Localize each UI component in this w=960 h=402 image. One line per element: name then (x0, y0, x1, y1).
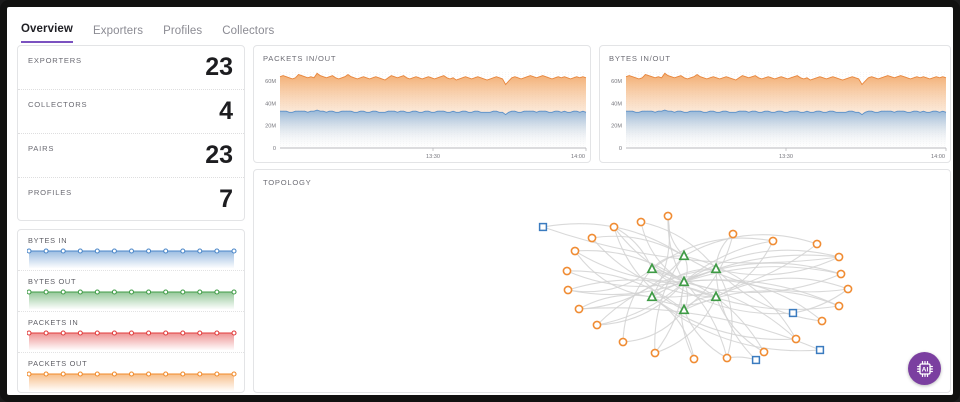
stat-value: 7 (219, 185, 233, 213)
tab-overview[interactable]: Overview (21, 23, 73, 43)
svg-text:13:30: 13:30 (426, 154, 440, 160)
tab-collectors[interactable]: Collectors (222, 25, 275, 37)
svg-text:0: 0 (619, 146, 622, 152)
sparkline-label: PACKETS IN (28, 318, 79, 327)
sparkline-label: PACKETS OUT (28, 359, 88, 368)
svg-text:20M: 20M (265, 124, 276, 130)
sparkline-row-packets-in[interactable]: PACKETS IN (18, 312, 244, 353)
stat-row-exporters[interactable]: EXPORTERS 23 (18, 46, 244, 90)
dashboard-page: Overview Exporters Profiles Collectors E… (7, 7, 953, 395)
card-title: PACKETS IN/OUT (263, 54, 337, 63)
topology-graph[interactable] (254, 170, 950, 392)
sparkline-chart-packets-out (26, 366, 238, 392)
svg-text:AI: AI (921, 366, 928, 373)
stat-value: 4 (219, 97, 233, 125)
ai-assistant-button[interactable]: AI (908, 352, 941, 385)
stat-row-collectors[interactable]: COLLECTORS 4 (18, 90, 244, 134)
svg-text:40M: 40M (611, 101, 622, 107)
svg-text:20M: 20M (611, 124, 622, 130)
sparkline-label: BYTES IN (28, 236, 68, 245)
stat-row-pairs[interactable]: PAIRS 23 (18, 134, 244, 178)
stat-row-profiles[interactable]: PROFILES 7 (18, 178, 244, 220)
tab-bar: Overview Exporters Profiles Collectors (21, 17, 274, 43)
sparkline-metrics-card: BYTES IN BYTES OUT PACKETS IN PACKETS OU… (17, 229, 245, 393)
stat-label: PAIRS (28, 144, 55, 153)
sparkline-chart-packets-in (26, 325, 238, 355)
topology-card[interactable]: TOPOLOGY (253, 169, 951, 393)
svg-text:40M: 40M (265, 101, 276, 107)
stat-value: 23 (205, 53, 233, 81)
tab-profiles[interactable]: Profiles (163, 25, 203, 37)
svg-text:13:30: 13:30 (779, 154, 793, 160)
stat-label: PROFILES (28, 188, 72, 197)
stat-label: COLLECTORS (28, 100, 88, 109)
summary-stats-card: EXPORTERS 23 COLLECTORS 4 PAIRS 23 PROFI… (17, 45, 245, 221)
packets-in-out-card: PACKETS IN/OUT 0 20M 40M 60M 13:30 14:00 (253, 45, 591, 163)
tab-exporters[interactable]: Exporters (92, 25, 144, 37)
packets-in-out-chart: 0 20M 40M 60M 13:30 14:00 (254, 64, 590, 162)
svg-text:14:00: 14:00 (931, 154, 945, 160)
bytes-in-out-card: BYTES IN/OUT 0 20M 40M 60M 13:30 14:00 (599, 45, 951, 163)
card-title: TOPOLOGY (263, 178, 312, 187)
sparkline-row-packets-out[interactable]: PACKETS OUT (18, 353, 244, 392)
sparkline-chart-bytes-in (26, 243, 238, 273)
sparkline-label: BYTES OUT (28, 277, 77, 286)
svg-text:0: 0 (273, 146, 276, 152)
sparkline-chart-bytes-out (26, 284, 238, 314)
ai-chip-icon: AI (916, 360, 933, 377)
sparkline-row-bytes-out[interactable]: BYTES OUT (18, 271, 244, 312)
svg-text:60M: 60M (265, 79, 276, 85)
stat-value: 23 (205, 141, 233, 169)
svg-text:60M: 60M (611, 79, 622, 85)
bytes-in-out-chart: 0 20M 40M 60M 13:30 14:00 (600, 64, 950, 162)
card-title: BYTES IN/OUT (609, 54, 671, 63)
stat-label: EXPORTERS (28, 56, 82, 65)
sparkline-row-bytes-in[interactable]: BYTES IN (18, 230, 244, 271)
svg-text:14:00: 14:00 (571, 154, 585, 160)
